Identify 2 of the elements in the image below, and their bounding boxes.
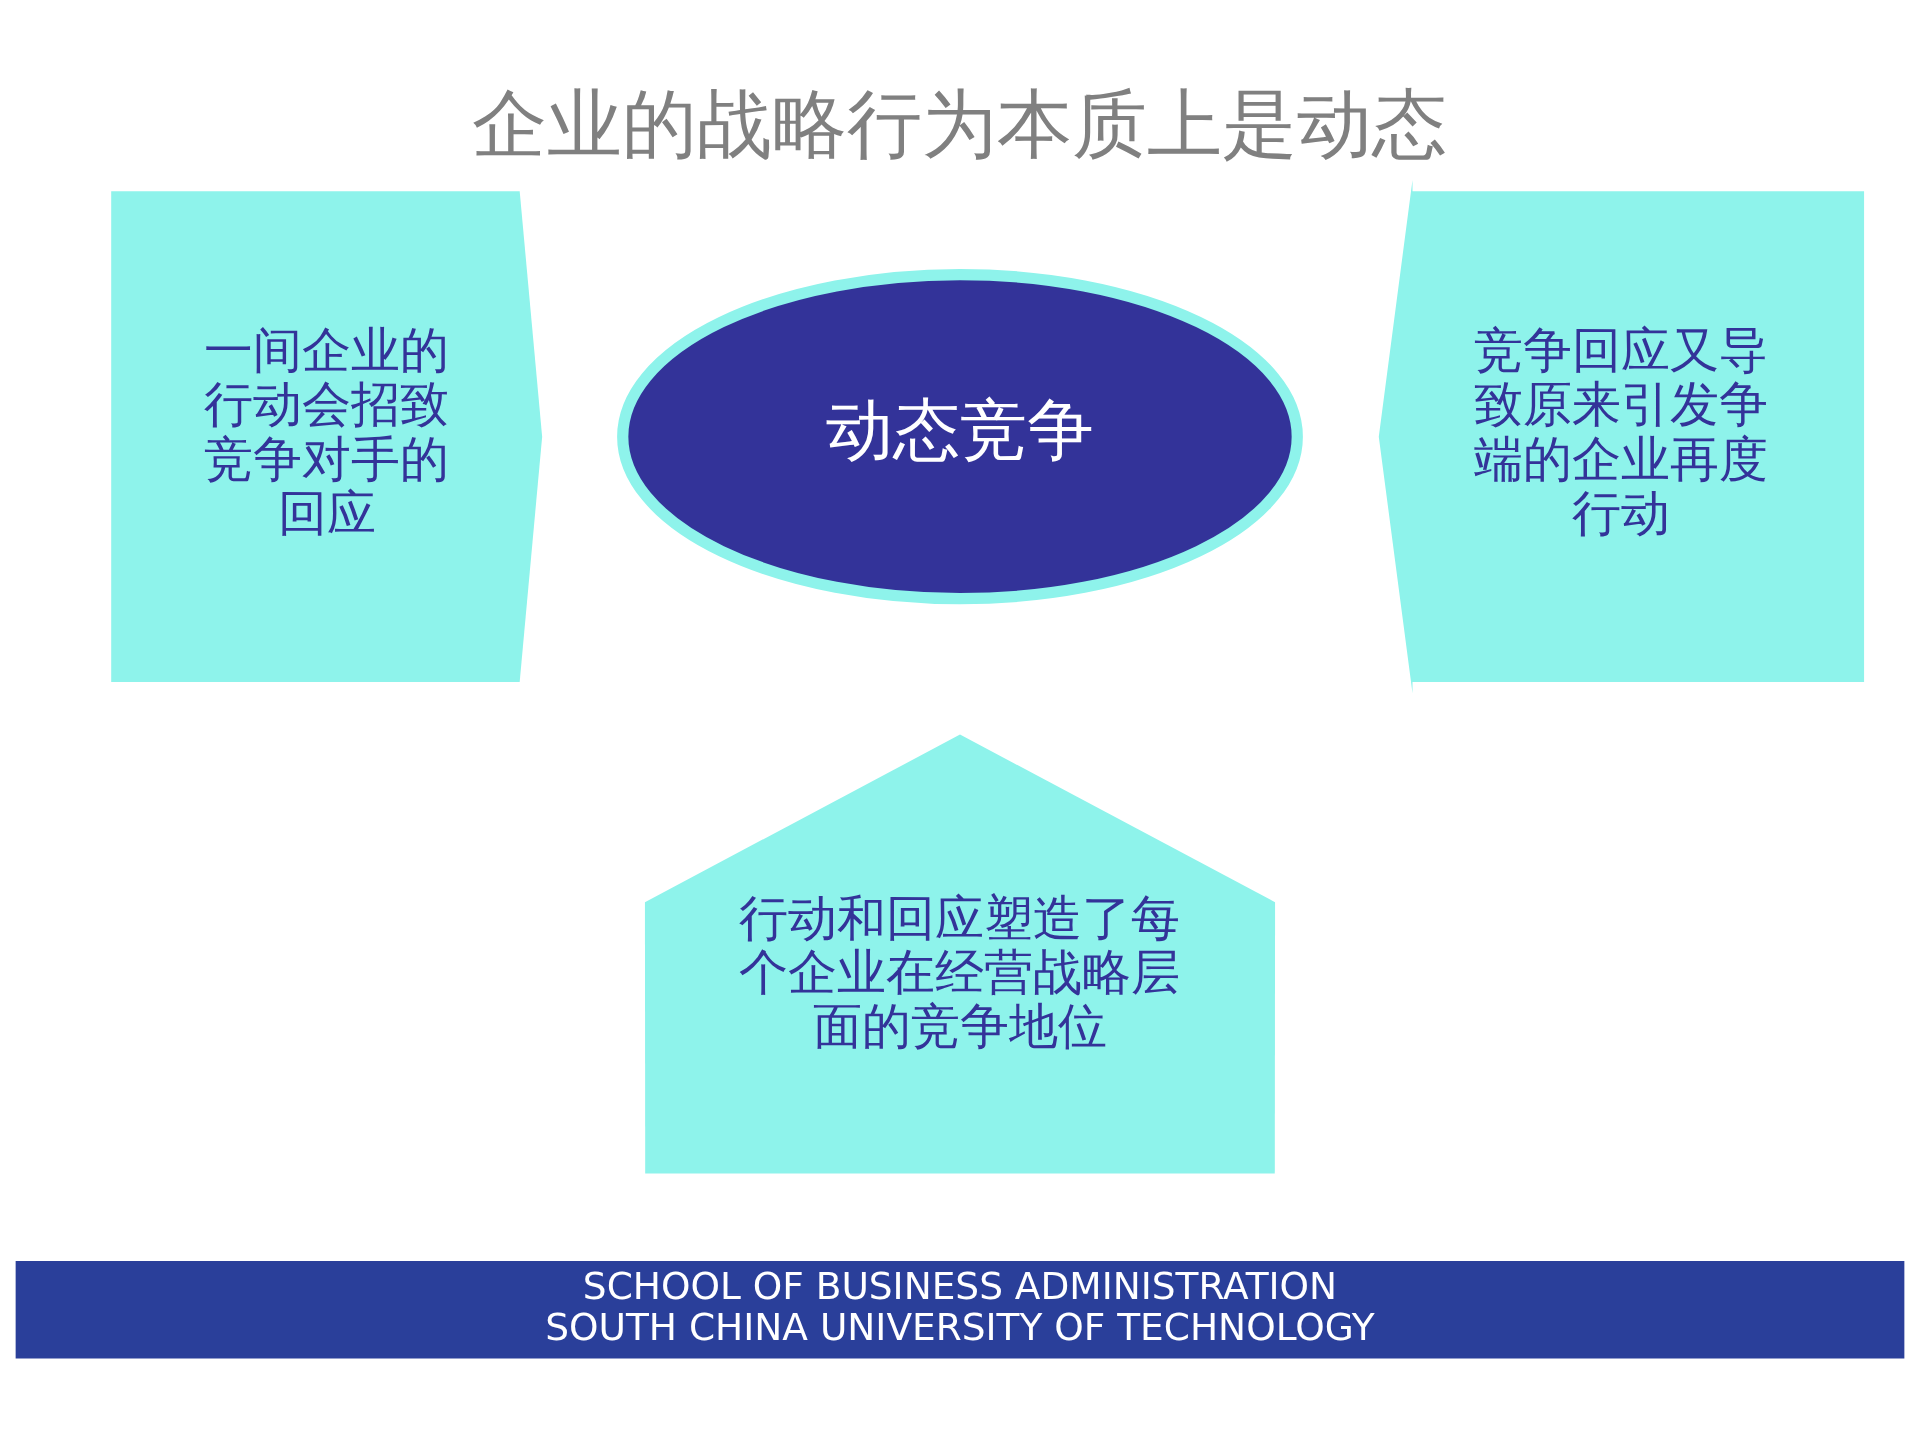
diagram-title: 企业的战略行为本质上是动态	[472, 79, 1448, 168]
node-ellipse: 动态竞争	[617, 268, 1303, 604]
